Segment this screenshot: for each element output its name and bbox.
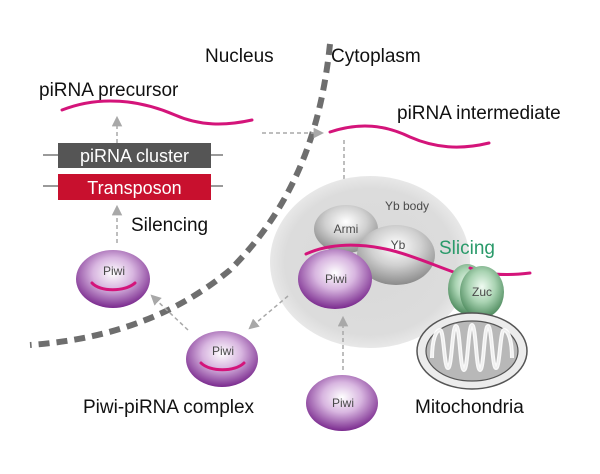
mitochondrion [416, 312, 528, 390]
transposon-label: Transposon [87, 178, 181, 198]
pirna-strand-yb-body [304, 243, 467, 278]
piwi-in-yb-body [298, 249, 372, 309]
piwi-yb-body-label: Piwi [325, 272, 347, 286]
piwi-pirna-complex [186, 331, 258, 387]
armi-label: Armi [334, 222, 359, 236]
piwi-nuclear [76, 250, 150, 308]
pirna-precursor-strand [60, 99, 254, 126]
yb-body-label: Yb body [385, 199, 429, 213]
arrow-to-complex [248, 295, 289, 330]
piwi-complex-label: Piwi [212, 344, 234, 358]
silencing-label: Silencing [131, 215, 208, 236]
mitochondria-label: Mitochondria [415, 397, 524, 418]
piwi-free-label: Piwi [332, 396, 354, 410]
slicing-label: Slicing [439, 238, 495, 259]
piwi-nuclear-label: Piwi [103, 264, 125, 278]
pirna-in-complex [199, 361, 246, 372]
pirna-cluster-label: piRNA cluster [80, 146, 189, 166]
pirna-cluster-box [58, 143, 211, 168]
piwi-free [306, 375, 378, 431]
pirna-intermediate-label: piRNA intermediate [397, 103, 561, 124]
pirna-in-nuclear-piwi [90, 281, 137, 292]
yb-protein [357, 225, 435, 285]
pirna-intermediate-strand [328, 124, 491, 149]
transposon-box [58, 174, 211, 200]
zuc-label: Zuc [472, 285, 492, 299]
zuc-protein-front [460, 266, 504, 318]
pirna-precursor-label: piRNA precursor [39, 80, 179, 101]
nuclear-envelope [29, 43, 333, 348]
cytoplasm-label: Cytoplasm [331, 46, 421, 67]
nucleus-label: Nucleus [205, 46, 274, 67]
arrow-import [150, 294, 189, 331]
piwi-pirna-complex-label: Piwi-piRNA complex [83, 397, 255, 418]
yb-label: Yb [391, 238, 406, 252]
